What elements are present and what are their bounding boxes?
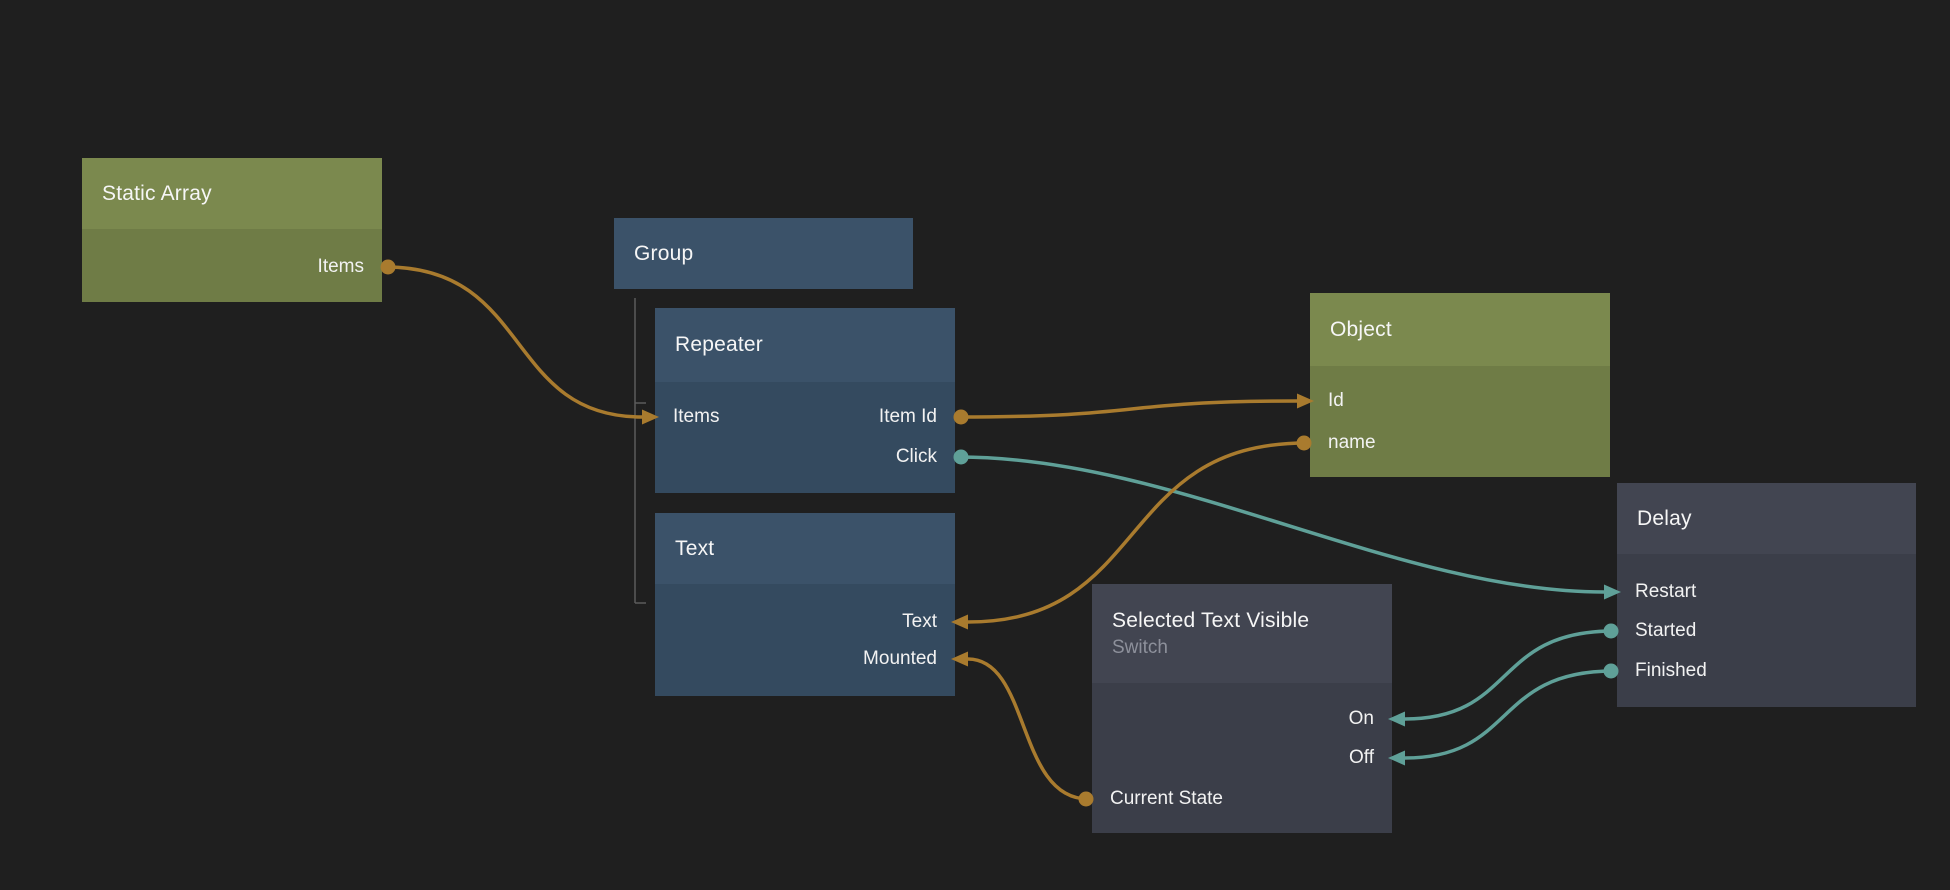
port-repeater-item-id[interactable]: Item Id — [878, 406, 937, 427]
node-header-text[interactable]: Text — [655, 513, 955, 584]
port-repeater-items[interactable]: Items — [673, 406, 720, 427]
node-title: Delay — [1637, 506, 1692, 530]
wire-source-dot[interactable] — [953, 449, 969, 465]
wire-repeater.item-id-to-object.id[interactable] — [953, 393, 1315, 425]
port-text-text[interactable]: Text — [902, 611, 937, 632]
port-static-array-items[interactable]: Items — [317, 256, 364, 277]
node-header-object[interactable]: Object — [1310, 293, 1610, 366]
group-children-link — [634, 298, 646, 604]
node-title: Selected Text Visible — [1112, 608, 1310, 632]
port-switch-current-state[interactable]: Current State — [1110, 788, 1223, 809]
wire-source-dot[interactable] — [380, 259, 396, 275]
port-switch-on[interactable]: On — [1348, 708, 1374, 729]
node-header-delay[interactable]: Delay — [1617, 483, 1916, 554]
wire-delay.finished-to-switch.off[interactable] — [1388, 663, 1619, 766]
port-delay-restart[interactable]: Restart — [1635, 581, 1697, 602]
wire-source-dot[interactable] — [953, 409, 969, 425]
node-title: Repeater — [675, 333, 763, 356]
port-text-mounted[interactable]: Mounted — [863, 648, 937, 669]
wire-switch.current-state-to-text.mounted[interactable] — [951, 651, 1094, 807]
port-switch-off[interactable]: Off — [1349, 747, 1374, 768]
port-object-id[interactable]: Id — [1328, 390, 1344, 411]
node-title: Static Array — [102, 181, 212, 205]
node-header-static-array[interactable]: Static Array — [82, 158, 382, 229]
port-delay-finished[interactable]: Finished — [1635, 660, 1707, 681]
port-repeater-click[interactable]: Click — [895, 446, 937, 467]
wire-delay.started-to-switch.on[interactable] — [1388, 623, 1619, 727]
node-header-repeater[interactable]: Repeater — [655, 308, 955, 382]
node-title: Text — [675, 536, 715, 560]
node-subtitle: Switch — [1112, 636, 1168, 658]
port-object-name[interactable]: name — [1328, 432, 1376, 453]
node-header-group[interactable]: Group — [614, 218, 913, 289]
node-title: Object — [1330, 317, 1392, 341]
node-title: Group — [634, 241, 694, 265]
node-group[interactable]: Group — [614, 218, 913, 289]
port-delay-started[interactable]: Started — [1635, 620, 1697, 641]
